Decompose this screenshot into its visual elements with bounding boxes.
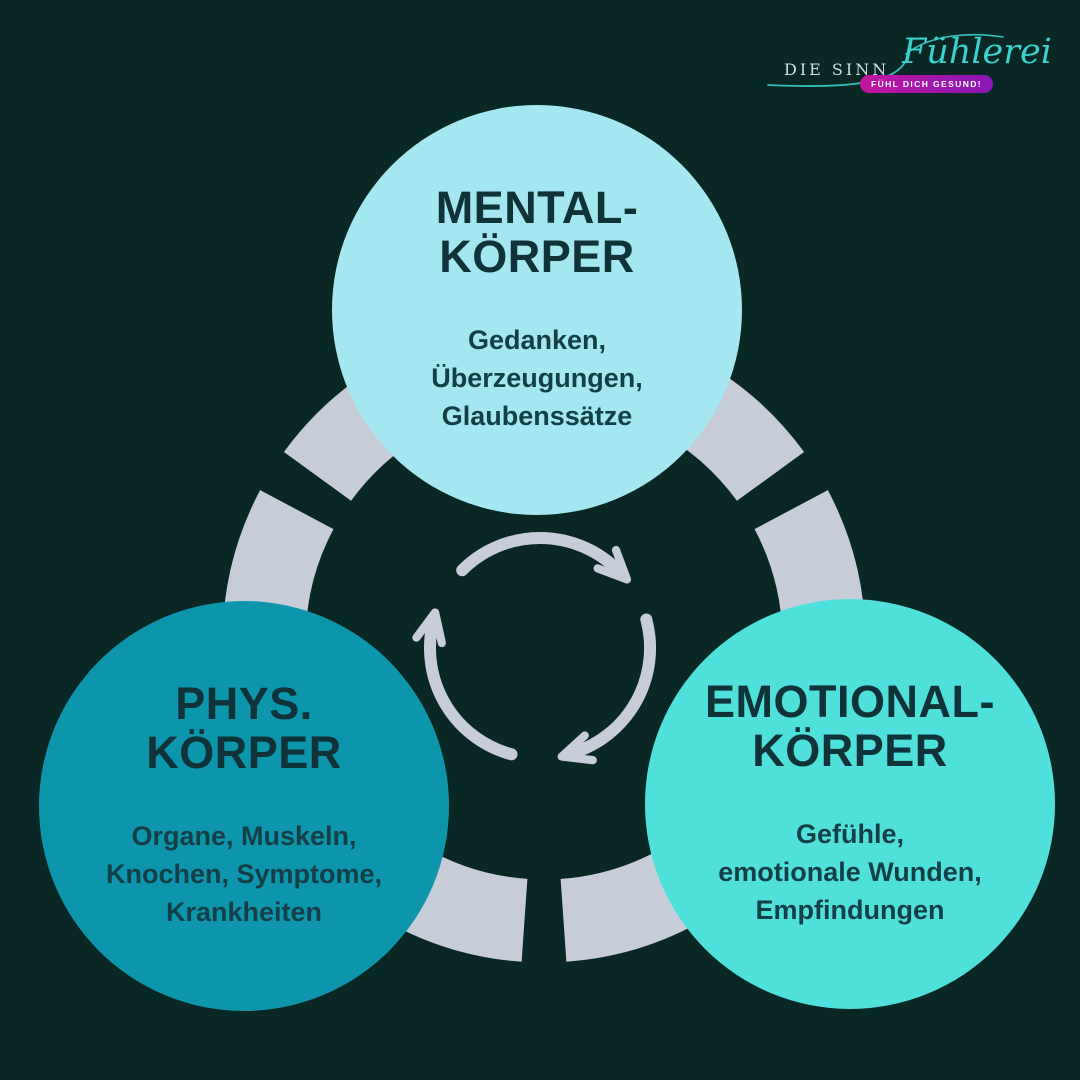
- node-title: PHYS. KÖRPER: [146, 680, 342, 776]
- brand-tagline-badge: FÜHL DICH GESUND!: [860, 75, 994, 93]
- node-phys-koerper: PHYS. KÖRPER Organe, Muskeln, Knochen, S…: [39, 601, 449, 1011]
- node-description-line: Empfindungen: [755, 895, 945, 926]
- node-description-line: Knochen, Symptome,: [105, 858, 383, 889]
- node-description: Gedanken, Überzeugungen, Glaubenssätze: [431, 321, 643, 436]
- cycle-arrows: [412, 531, 656, 765]
- node-title-line2: KÖRPER: [146, 726, 342, 778]
- node-description-line: Organe, Muskeln,: [131, 820, 357, 851]
- node-title-line2: KÖRPER: [752, 724, 948, 776]
- cycle-arrow-top: [456, 531, 632, 584]
- brand-logo: DIE SINN Fühlerei FÜHL DICH GESUND!: [756, 28, 1052, 106]
- brand-name-prefix: DIE SINN: [784, 60, 890, 79]
- node-description: Gefühle, emotionale Wunden, Empfindungen: [718, 815, 982, 930]
- cycle-arrow-left: [412, 608, 518, 761]
- node-description-line: Gefühle,: [795, 818, 904, 849]
- node-description-line: Überzeugungen,: [431, 362, 643, 393]
- node-title-line1: EMOTIONAL-: [705, 676, 995, 728]
- brand-name-script: Fühlerei: [902, 32, 1052, 72]
- node-title-line2: KÖRPER: [439, 230, 635, 282]
- node-mental-koerper: MENTAL- KÖRPER Gedanken, Überzeugungen, …: [332, 105, 742, 515]
- node-title: MENTAL- KÖRPER: [436, 184, 639, 280]
- cycle-arrow-right: [557, 613, 656, 765]
- node-description: Organe, Muskeln, Knochen, Symptome, Kran…: [106, 817, 382, 932]
- node-title-line1: MENTAL-: [435, 182, 639, 234]
- node-title: EMOTIONAL- KÖRPER: [705, 678, 995, 774]
- node-description-line: Krankheiten: [165, 897, 323, 928]
- node-title-line1: PHYS.: [175, 678, 313, 730]
- node-emotional-koerper: EMOTIONAL- KÖRPER Gefühle, emotionale Wu…: [645, 599, 1055, 1009]
- node-description-line: Glaubenssätze: [441, 401, 633, 432]
- node-description-line: Gedanken,: [467, 324, 607, 355]
- node-description-line: emotionale Wunden,: [718, 856, 982, 887]
